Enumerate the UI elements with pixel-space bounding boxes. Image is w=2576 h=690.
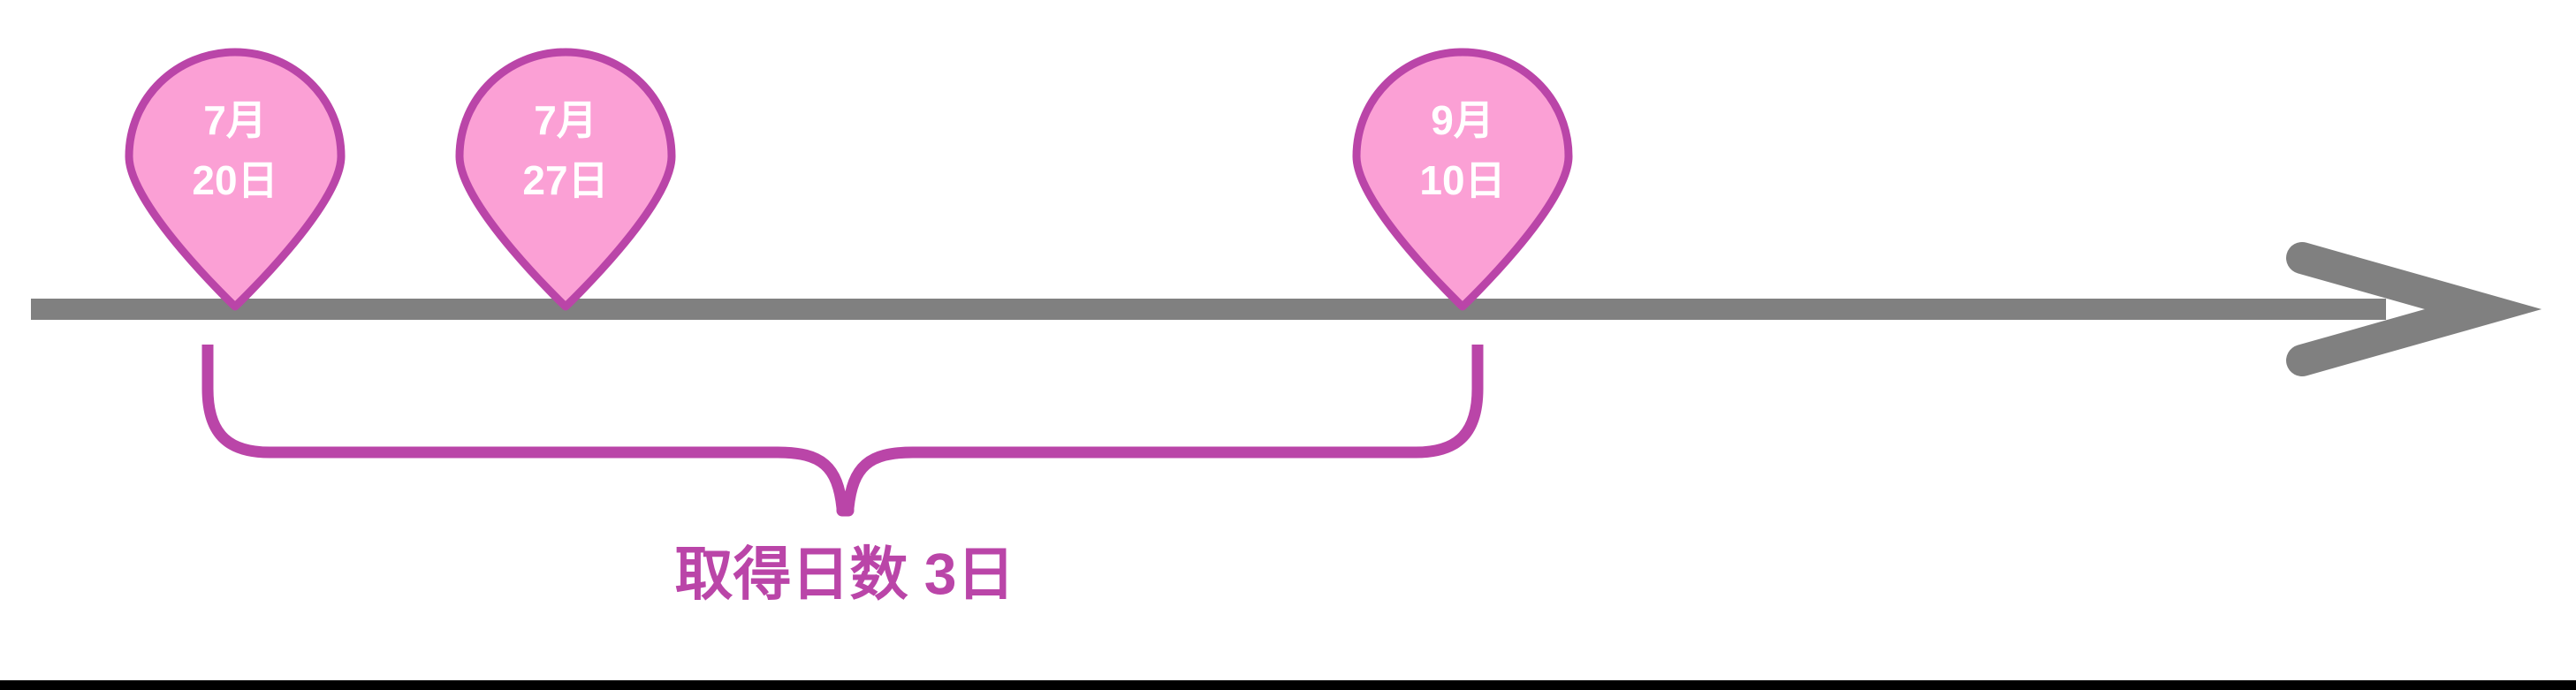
span-brace [201,345,1484,517]
pin-marker-1[interactable]: 7月 20日 [125,48,346,311]
timeline-arrow-head-icon [2286,242,2542,376]
timeline-axis [31,242,2542,376]
bottom-black-strip [0,680,2576,690]
pin-marker-3[interactable]: 9月 10日 [1352,48,1573,311]
timeline-axis-bar [31,299,2386,320]
pin-shape-1 [125,48,346,311]
pin-label-day-1: 20日 [192,157,277,203]
span-brace-path [201,345,1484,517]
span-brace-label: 取得日数 3日 [674,541,1014,606]
pin-label-month-3: 9月 [1431,97,1494,143]
pin-marker-2[interactable]: 7月 27日 [455,48,676,311]
pin-label-day-2: 27日 [522,157,608,203]
pin-label-day-3: 10日 [1419,157,1505,203]
pin-label-month-1: 7月 [203,97,267,143]
pin-label-month-2: 7月 [534,97,597,143]
pin-shape-3 [1352,48,1573,311]
pin-shape-2 [455,48,676,311]
